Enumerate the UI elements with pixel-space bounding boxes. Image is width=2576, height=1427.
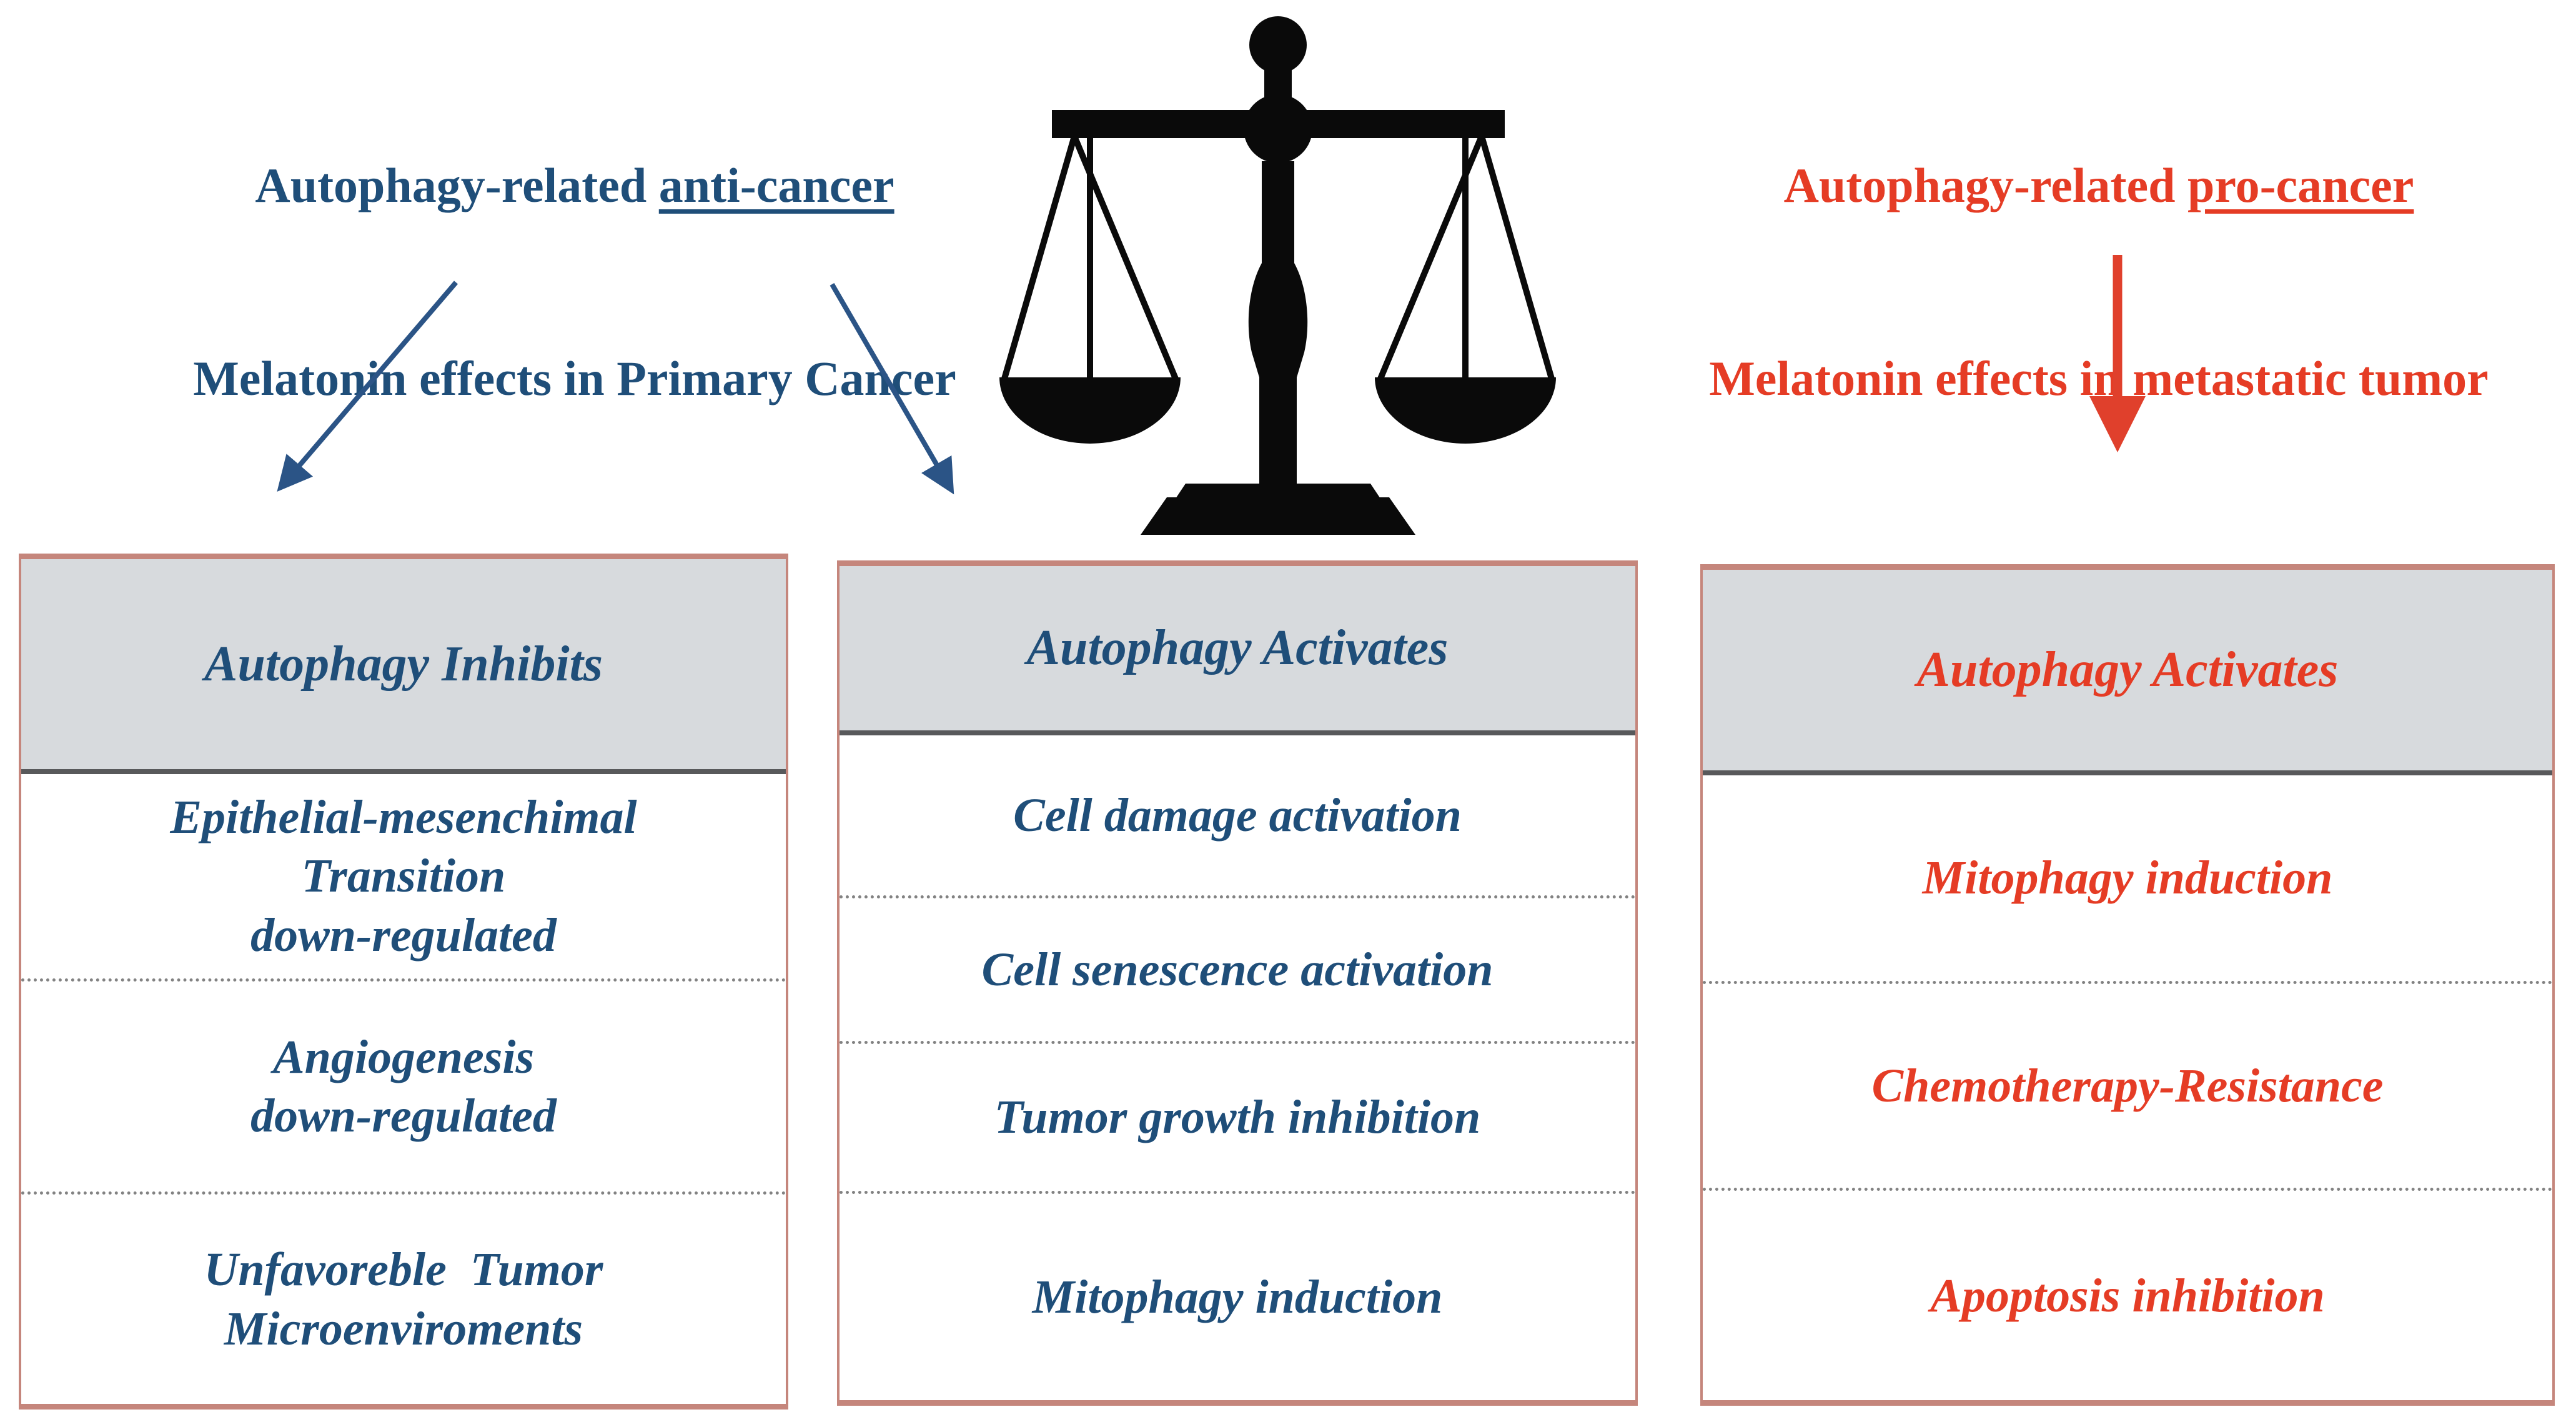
row-line: Microenviroments [224,1302,583,1355]
pro-cancer-underlined-word: pro-cancer [2187,157,2414,212]
autophagy-activates-primary-table: Autophagy Activates Cell damage activati… [837,560,1638,1406]
anti-cancer-title-prefix: Autophagy-related [255,157,659,212]
row-line: Transition [301,850,506,903]
row-line: Mitophagy induction [1922,852,2333,905]
table-row: Tumor growth inhibition [840,1040,1635,1191]
table-header: Autophagy Activates [840,566,1635,735]
pro-cancer-title-line1: Autophagy-related pro-cancer [1618,154,2576,218]
autophagy-activates-metastatic-table: Autophagy Activates Mitophagy induction … [1700,564,2555,1406]
table-row: Angiogenesis down-regulated [21,978,786,1192]
table-row: Epithelial-mesenchimal Transition down-r… [21,774,786,978]
table-body: Epithelial-mesenchimal Transition down-r… [21,774,786,1404]
anti-cancer-title-line2: Melatonin effects in Primary Cancer [193,351,956,405]
table-body: Mitophagy induction Chemotherapy-Resista… [1703,775,2552,1400]
table-header: Autophagy Activates [1703,570,2552,775]
table-row: Mitophagy induction [840,1191,1635,1400]
table-body: Cell damage activation Cell senescence a… [840,735,1635,1400]
row-line: Chemotherapy-Resistance [1871,1059,2384,1112]
row-line: down-regulated [250,908,557,962]
table-row: Apoptosis inhibition [1703,1188,2552,1400]
table-row: Cell damage activation [840,735,1635,895]
row-line: down-regulated [250,1090,557,1143]
table-row: Chemotherapy-Resistance [1703,980,2552,1188]
table-row: Cell senescence activation [840,895,1635,1041]
row-line: Cell damage activation [1013,788,1462,842]
row-line: Tumor growth inhibition [994,1091,1481,1144]
anti-cancer-underlined-word: anti-cancer [658,157,894,212]
row-line: Unfavoreble Tumor [204,1243,603,1296]
table-header: Autophagy Inhibits [21,559,786,774]
pro-cancer-title-prefix: Autophagy-related [1783,157,2187,212]
row-line: Cell senescence activation [981,943,1494,996]
row-line: Angiogenesis [272,1030,535,1083]
row-line: Mitophagy induction [1032,1271,1443,1324]
row-line: Epithelial-mesenchimal [170,791,637,844]
anti-cancer-title-line1: Autophagy-related anti-cancer [87,154,1062,218]
pro-cancer-title: Autophagy-related pro-cancer Melatonin e… [1618,25,2576,540]
autophagy-inhibits-table: Autophagy Inhibits Epithelial-mesenchima… [19,554,788,1410]
row-line: Apoptosis inhibition [1930,1269,2325,1322]
balance-scale-icon [999,16,1556,535]
table-row: Mitophagy induction [1703,775,2552,981]
table-row: Unfavoreble Tumor Microenviroments [21,1191,786,1404]
pro-cancer-title-line2: Melatonin effects in metastatic tumor [1709,351,2489,405]
anti-cancer-title: Autophagy-related anti-cancer Melatonin … [87,25,1062,540]
